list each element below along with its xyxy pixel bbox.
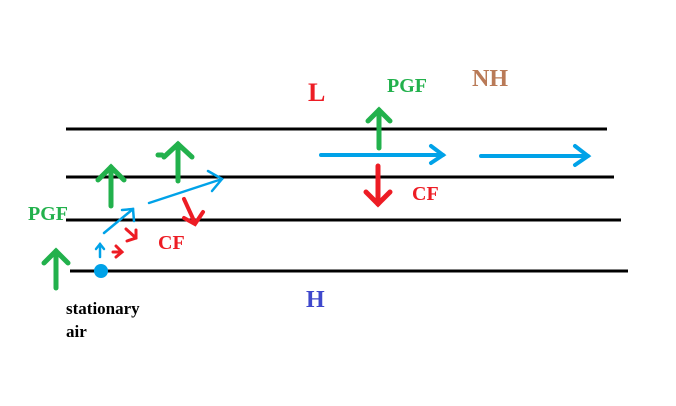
high-pressure-label: H [306, 287, 325, 313]
pgf-label-left: PGF [28, 203, 68, 225]
cf-arrow-left-1 [111, 244, 125, 259]
pgf-arrow-left-2 [95, 163, 127, 209]
cf-arrow-left-3 [182, 197, 205, 227]
wind-arrow-left-2 [102, 207, 136, 235]
stationary-air-label-line2: air [66, 322, 87, 341]
wind-arrow-right-2 [479, 144, 592, 167]
wind-arrow-left-3 [147, 169, 224, 205]
cf-arrow-right [363, 163, 393, 208]
wind-arrow-right-1 [319, 144, 447, 165]
pgf-label-right: PGF [387, 75, 427, 97]
cf-label-right: CF [412, 183, 439, 205]
hemisphere-label: NH [472, 66, 508, 92]
wind-arrow-left-1 [94, 241, 106, 259]
cf-label-left: CF [158, 232, 185, 254]
cf-arrow-left-2 [124, 227, 138, 243]
pgf-arrow-left-3 [155, 140, 195, 184]
pgf-arrow-left-1 [41, 247, 71, 291]
isobars [66, 127, 628, 273]
pgf-arrow-right [365, 106, 393, 151]
low-pressure-label: L [308, 78, 325, 107]
stationary-air-dot [94, 264, 108, 278]
stationary-air-label-line1: stationary [66, 299, 140, 318]
